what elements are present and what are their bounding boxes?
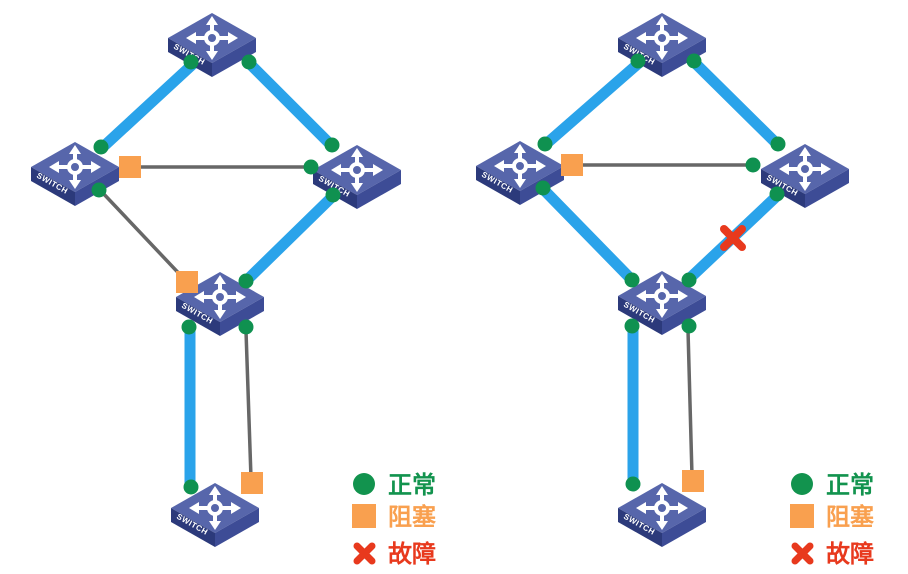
port-normal-dot bbox=[681, 272, 697, 288]
port-normal-dot bbox=[625, 476, 641, 492]
port-normal-dot bbox=[769, 186, 785, 202]
link-right-middle-to-bottom-backup bbox=[686, 328, 694, 478]
port-blocked-square bbox=[241, 472, 263, 494]
link-right-top-to-right bbox=[688, 56, 784, 151]
port-normal-dot bbox=[91, 182, 107, 198]
port-normal-dot bbox=[624, 318, 640, 334]
port-blocked-square bbox=[119, 156, 141, 178]
port-normal-dot bbox=[630, 53, 646, 69]
legend-blocked-square-icon bbox=[352, 504, 376, 528]
port-normal-dot bbox=[535, 180, 551, 196]
port-normal-dot bbox=[303, 159, 319, 175]
link-right-top-to-left bbox=[539, 56, 646, 151]
link-left-left-to-middle-backup bbox=[98, 188, 189, 284]
port-normal-dot bbox=[686, 53, 702, 69]
legend-normal-circle-icon bbox=[353, 473, 375, 495]
legend-blocked-label: 阻塞 bbox=[826, 503, 874, 531]
legend-blocked-label: 阻塞 bbox=[388, 503, 436, 531]
legend-normal-circle-icon bbox=[791, 473, 813, 495]
link-left-middle-to-bottom-backup bbox=[244, 329, 253, 480]
legend-normal-label: 正常 bbox=[388, 472, 436, 499]
legend-failure-x-icon bbox=[353, 542, 376, 565]
legend-failure-x-icon bbox=[791, 542, 814, 565]
port-normal-dot bbox=[241, 54, 257, 70]
topology-right: SWITCH SWITCH SWITCH SWITCH SWITCH bbox=[474, 11, 851, 549]
topology-left: SWITCH SWITCH SWITCH SWITCH SWITCH bbox=[29, 11, 403, 549]
port-normal-dot bbox=[183, 54, 199, 70]
port-blocked-square bbox=[176, 271, 198, 293]
port-normal-dot bbox=[537, 136, 553, 152]
port-normal-dot bbox=[181, 319, 197, 335]
switch-node-top: SWITCH bbox=[166, 11, 258, 79]
port-normal-dot bbox=[93, 139, 109, 155]
legend-normal-label: 正常 bbox=[826, 472, 874, 499]
link-right-left-to-middle bbox=[538, 184, 636, 284]
link-left-top-to-left bbox=[97, 58, 199, 153]
legend-right: 正常 阻塞 故障 bbox=[790, 472, 874, 568]
link-left-top-to-right bbox=[243, 57, 338, 152]
port-normal-dot bbox=[770, 136, 786, 152]
port-normal-dot bbox=[238, 319, 254, 335]
port-normal-dot bbox=[324, 137, 340, 153]
legend-blocked-square-icon bbox=[790, 504, 814, 528]
legend-failure-label: 故障 bbox=[388, 540, 436, 568]
link-failure-x-icon bbox=[720, 225, 746, 251]
port-normal-dot bbox=[624, 272, 640, 288]
port-blocked-square bbox=[682, 470, 704, 492]
legend-failure-label: 故障 bbox=[826, 540, 874, 568]
switch-node-bottom: SWITCH bbox=[616, 481, 708, 549]
port-normal-dot bbox=[325, 187, 341, 203]
link-left-right-to-middle bbox=[240, 190, 339, 287]
port-normal-dot bbox=[238, 273, 254, 289]
legend-left: 正常 阻塞 故障 bbox=[352, 472, 436, 568]
port-normal-dot bbox=[681, 318, 697, 334]
port-normal-dot bbox=[183, 479, 199, 495]
port-blocked-square bbox=[561, 154, 583, 176]
port-normal-dot bbox=[745, 157, 761, 173]
